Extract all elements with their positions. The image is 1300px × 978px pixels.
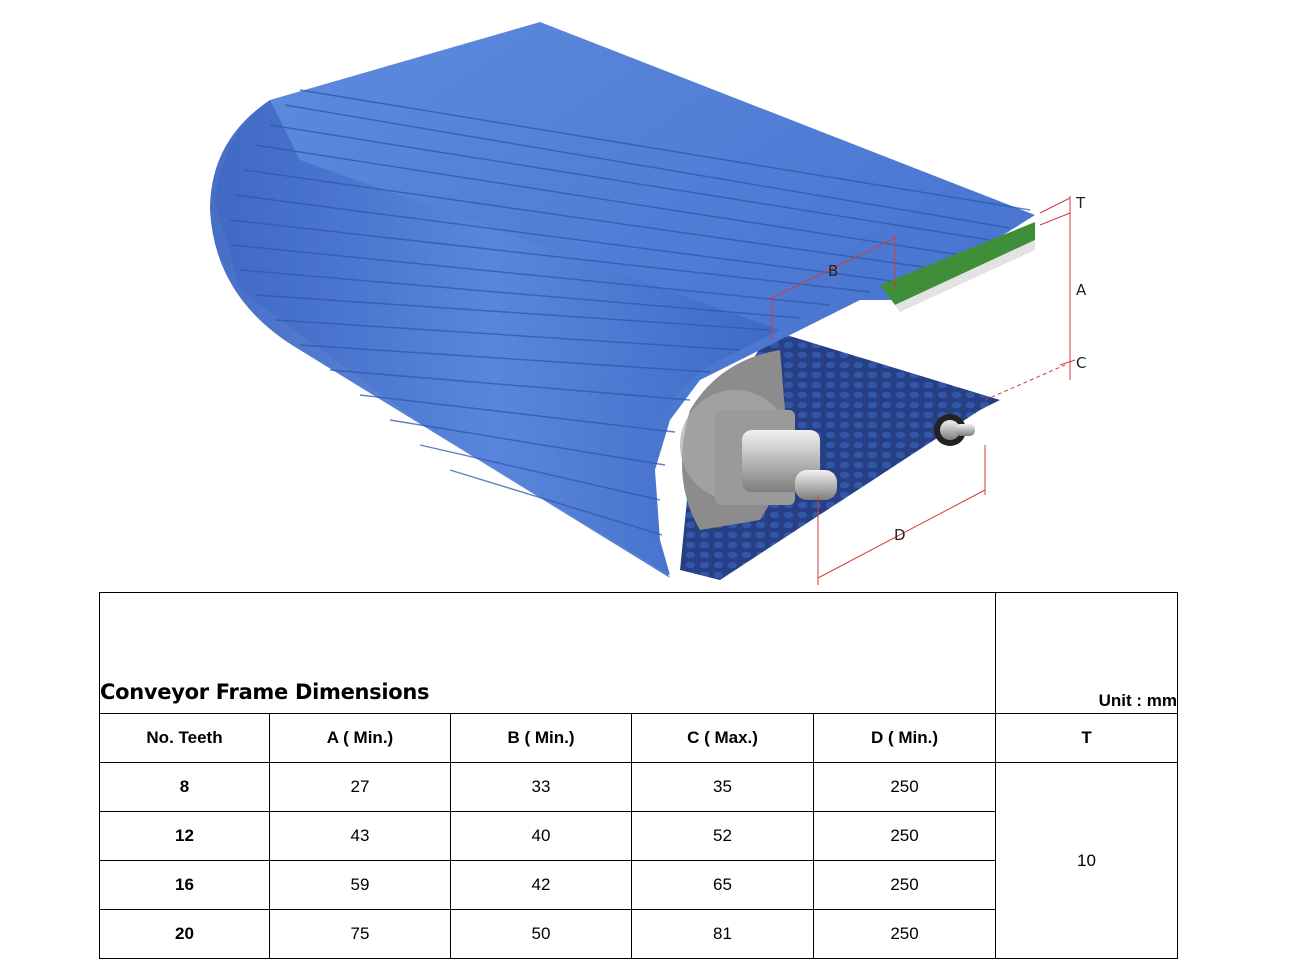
cell-t: 10 (995, 762, 1179, 959)
cell-b: 40 (450, 811, 632, 861)
cell-c: 81 (631, 909, 814, 959)
dimension-label-a: A (1076, 281, 1087, 299)
cell-a: 27 (269, 762, 451, 812)
table-row: 16 59 42 65 250 (99, 860, 1178, 910)
cell-d: 250 (812, 811, 997, 861)
cell-a: 59 (269, 860, 451, 910)
cell-d: 250 (812, 909, 997, 959)
unit-label: Unit : mm (1098, 691, 1178, 710)
table-row: 12 43 40 52 250 (99, 811, 1178, 861)
dimension-label-d: D (894, 526, 906, 544)
header-b-min: B ( Min.) (450, 713, 632, 763)
cell-c: 35 (631, 762, 814, 812)
table-title-row: Conveyor Frame Dimensions Unit : mm (98, 592, 1179, 714)
belt-front-curve (210, 100, 780, 578)
header-no-teeth: No. Teeth (99, 713, 270, 763)
cell-d: 250 (812, 860, 997, 910)
table-title-cell: Conveyor Frame Dimensions (98, 592, 997, 714)
idler-roller (934, 414, 975, 446)
cell-teeth: 8 (99, 762, 270, 812)
belt-module-rows (229, 89, 1031, 536)
header-a-min: A ( Min.) (269, 713, 451, 763)
cell-c: 52 (631, 811, 814, 861)
cell-a: 75 (269, 909, 451, 959)
dimension-label-t: T (1075, 194, 1086, 212)
unit-cell: Unit : mm (995, 592, 1179, 714)
cell-teeth: 16 (99, 860, 270, 910)
cell-teeth: 12 (99, 811, 270, 861)
dimension-lines (771, 196, 1076, 585)
sprocket-assembly (680, 350, 837, 530)
conveyor-belt-illustration: T A C B D (210, 22, 1087, 585)
wearstrip (880, 222, 1035, 305)
header-d-min: D ( Min.) (812, 713, 997, 763)
cell-b: 33 (450, 762, 632, 812)
table-row: 8 27 33 35 250 10 (99, 762, 1179, 959)
table-title: Conveyor Frame Dimensions (100, 680, 430, 704)
cell-c: 65 (631, 860, 814, 910)
dimension-label-b: B (828, 262, 838, 280)
cell-teeth: 20 (99, 909, 270, 959)
cell-b: 42 (450, 860, 632, 910)
cell-a: 43 (269, 811, 451, 861)
table-header-row: No. Teeth A ( Min.) B ( Min.) C ( Max.) … (99, 713, 1179, 763)
cell-d: 250 (812, 762, 997, 812)
header-t: T (995, 713, 1179, 763)
table-row: 20 75 50 81 250 (99, 909, 1178, 959)
header-c-max: C ( Max.) (631, 713, 814, 763)
frame-dimensions-table: Conveyor Frame Dimensions Unit : mm No. … (98, 592, 1179, 959)
dimension-label-c: C (1076, 354, 1086, 372)
cell-b: 50 (450, 909, 632, 959)
